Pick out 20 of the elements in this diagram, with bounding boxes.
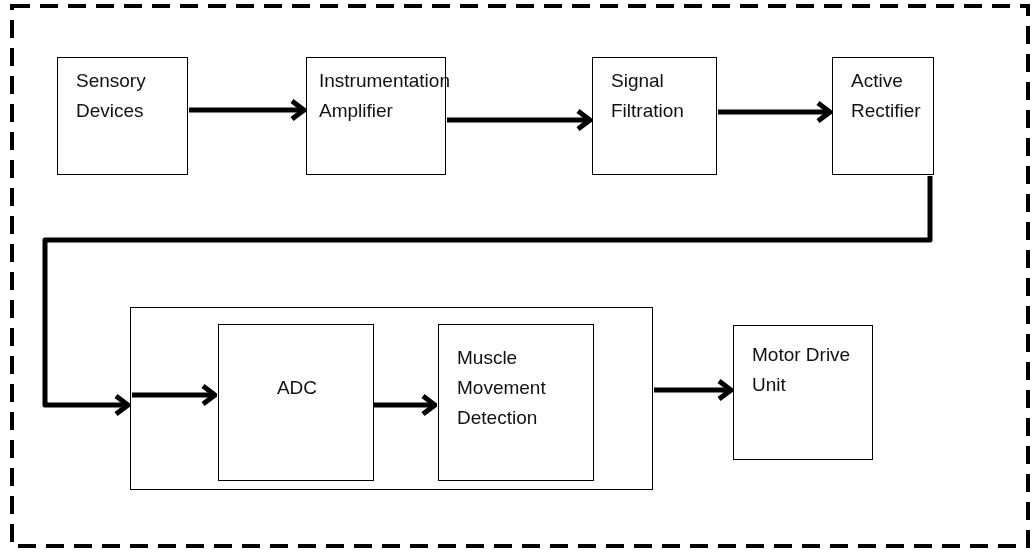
box-label: Signal Filtration: [611, 69, 685, 123]
process-box: [438, 324, 594, 481]
box-label: Active Rectifier: [851, 69, 922, 123]
process-box: [592, 57, 717, 175]
arrow: [42, 176, 933, 417]
box-label: Sensory Devices: [76, 69, 147, 123]
box-label: Muscle Movement Detection: [457, 346, 547, 430]
arrow: [718, 100, 833, 124]
container-box: [130, 307, 653, 490]
process-box: [57, 57, 188, 175]
arrow: [447, 108, 593, 132]
box-label: ADC: [275, 376, 319, 400]
arrow: [189, 98, 307, 122]
arrow: [654, 378, 734, 402]
box-label: Motor Drive Unit: [752, 343, 852, 397]
process-box: [832, 57, 934, 175]
process-box: [733, 325, 873, 460]
arrow: [132, 383, 218, 407]
arrow: [374, 393, 438, 417]
process-box: [218, 324, 374, 481]
